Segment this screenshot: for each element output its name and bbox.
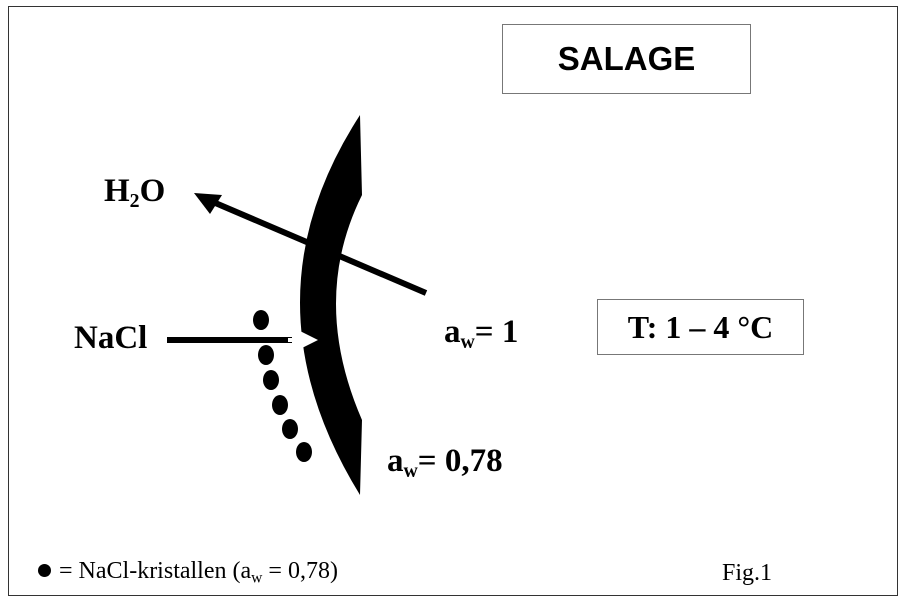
title-text: SALAGE [557, 40, 696, 77]
water-label-sub: 2 [129, 189, 140, 212]
legend-sub: w [251, 569, 263, 587]
salt-label: NaCl [74, 320, 148, 356]
salt-crystal [263, 370, 279, 390]
aw-outer-sub: w [460, 330, 475, 353]
aw-outer-main: a [444, 314, 461, 350]
legend-main: = NaCl-kristallen (a [59, 558, 252, 584]
legend-tail: = 0,78) [262, 558, 338, 584]
water-arrow [204, 196, 428, 296]
aw-inner-tail: = 0,78 [417, 443, 503, 479]
title-box: SALAGE [502, 24, 751, 94]
water-label: H2O [104, 175, 165, 212]
salt-arrow-head [298, 330, 318, 350]
aw-outer-label: aw= 1 [444, 316, 518, 353]
water-arrow-head [194, 193, 222, 214]
water-label-tail: O [139, 173, 166, 209]
aw-inner-main: a [387, 443, 404, 479]
aw-inner-sub: w [403, 459, 418, 482]
membrane-band [300, 115, 362, 495]
crystal-dot-icon [38, 564, 51, 577]
legend: = NaCl-kristallen (aw = 0,78) [38, 558, 338, 588]
salt-crystal [296, 442, 312, 462]
aw-inner-label: aw= 0,78 [387, 445, 503, 482]
figure-frame [8, 6, 898, 596]
salt-crystal [272, 395, 288, 415]
temperature-text: T: 1 – 4 °C [627, 308, 774, 345]
salt-crystal [258, 345, 274, 365]
salt-crystal [253, 310, 269, 330]
temperature-box: T: 1 – 4 °C [597, 299, 804, 355]
salt-crystal [282, 419, 298, 439]
aw-outer-tail: = 1 [474, 314, 519, 350]
water-label-main: H [104, 173, 130, 209]
figure-label: Fig.1 [722, 560, 773, 586]
